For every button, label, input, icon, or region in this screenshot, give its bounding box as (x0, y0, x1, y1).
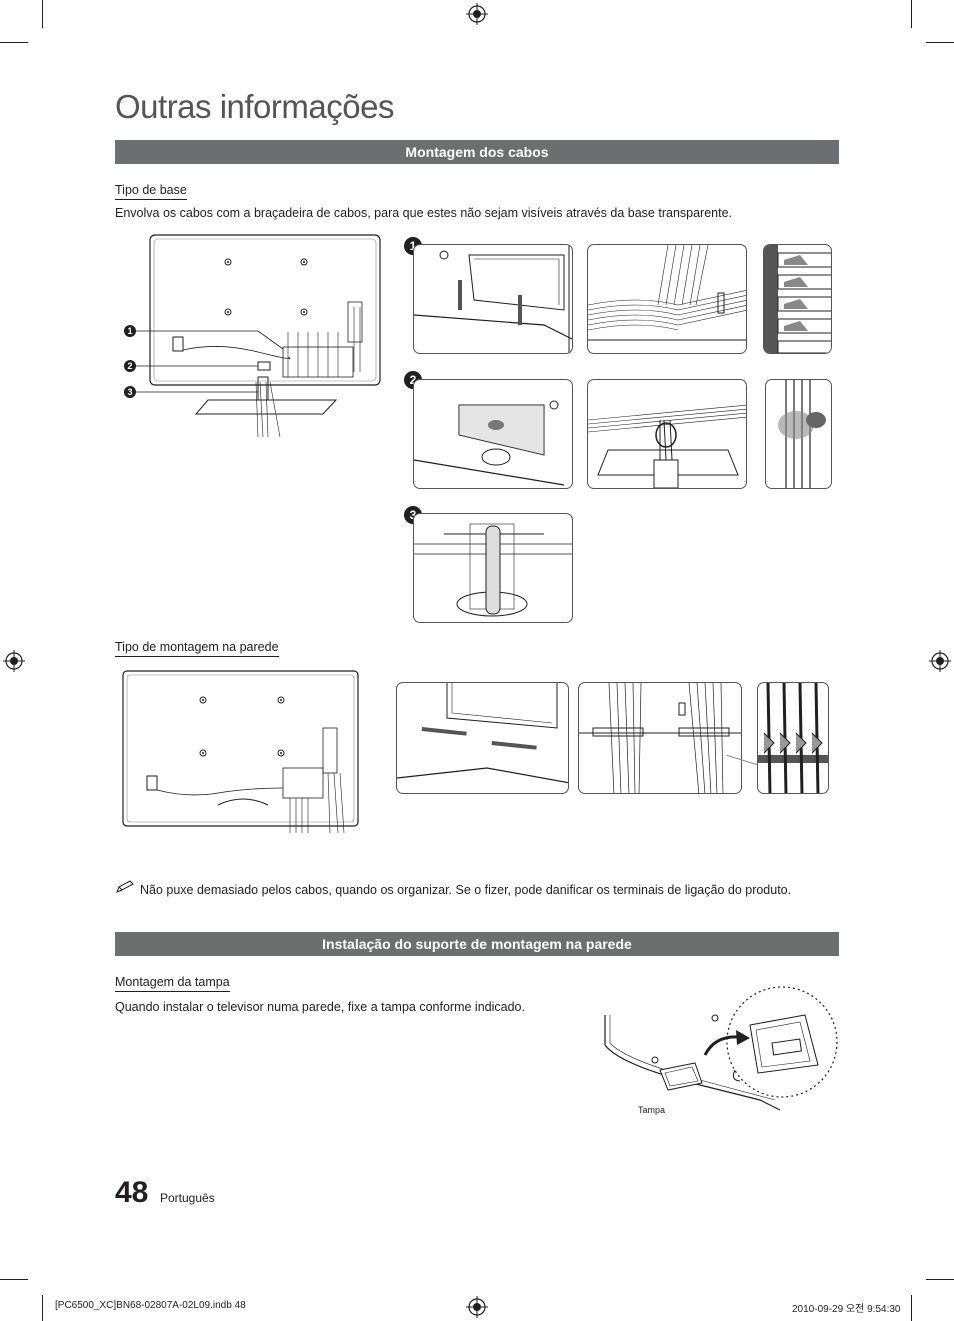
cover-mount-text: Quando instalar o televisor numa parede,… (115, 1000, 525, 1014)
subtitle-wall-type: Tipo de montagem na parede (115, 640, 279, 657)
callout-marker: 3 (124, 386, 136, 398)
step2-detail-figure (413, 379, 573, 489)
wall-clip-figure (757, 682, 829, 794)
crop-mark (911, 0, 912, 28)
registration-mark-icon (466, 3, 488, 25)
subtitle-cover-mount: Montagem da tampa (115, 975, 230, 992)
cable-clip-figure (763, 244, 832, 354)
subtitle-base-type: Tipo de base (115, 183, 187, 200)
cover-label: Tampa (638, 1105, 666, 1115)
crop-mark (926, 1279, 954, 1280)
section-heading-cables: Montagem dos cabos (115, 140, 839, 164)
page-title: Outras informações (115, 88, 394, 125)
registration-mark-icon (466, 1296, 488, 1318)
tv-back-wall-illustration (122, 670, 359, 834)
tv-back-base-illustration (134, 234, 381, 438)
crop-mark (0, 42, 28, 43)
callout-marker: 2 (124, 360, 136, 372)
crop-mark (926, 42, 954, 43)
base-type-text: Envolva os cabos com a braçadeira de cab… (115, 206, 733, 220)
page-number: 48 (115, 1176, 149, 1209)
footer-timestamp: 2010-09-29 오전 9:54:30 (792, 1304, 901, 1315)
pointer-line (726, 755, 758, 766)
cover-mount-illustration (604, 986, 838, 1111)
cable-clamp-figure (587, 379, 747, 489)
registration-mark-icon (929, 650, 951, 672)
crop-mark (42, 1295, 43, 1321)
crop-mark (0, 1279, 28, 1280)
page-language: Português (160, 1191, 215, 1205)
step3-detail-figure (413, 513, 573, 623)
callout-marker: 1 (124, 325, 136, 337)
crop-mark (911, 1295, 912, 1321)
note-text: Não puxe demasiado pelos cabos, quando o… (140, 883, 792, 897)
wall-step1-figure (396, 682, 569, 794)
step1-detail-figure (413, 244, 573, 354)
footer-file-info: [PC6500_XC]BN68-02807A-02L09.indb 48 (55, 1300, 246, 1311)
velcro-strap-figure (765, 379, 832, 489)
cable-bundle-figure (587, 244, 747, 354)
crop-mark (42, 0, 43, 28)
pencil-note-icon (116, 880, 134, 893)
registration-mark-icon (3, 650, 25, 672)
wall-step2-figure (578, 682, 742, 794)
section-heading-wall-mount: Instalação do suporte de montagem na par… (115, 932, 839, 956)
